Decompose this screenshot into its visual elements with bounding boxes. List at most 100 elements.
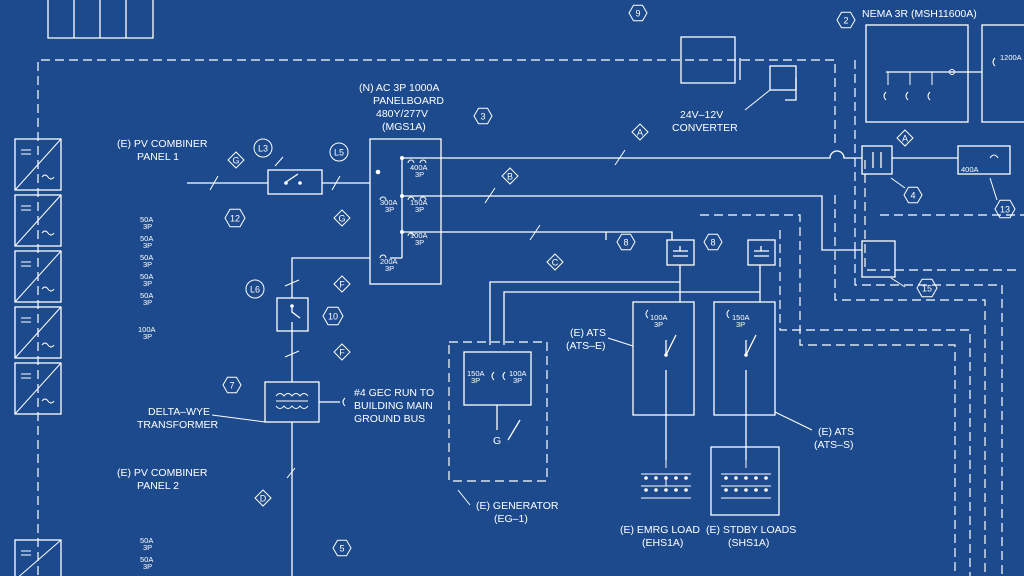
pv-rating-4-top: 50A: [140, 272, 153, 281]
wire-tag-f1-shape: [333, 275, 351, 293]
ats-e-label-line2: (ATS–E): [566, 340, 605, 352]
pv-module-column: [14, 138, 62, 576]
pv-rating-3-bot: 3P: [143, 260, 152, 269]
pv-rating-5-bot: 3P: [143, 298, 152, 307]
pv-module: [14, 362, 62, 415]
brk-300-top: 300A: [380, 198, 398, 207]
loc-tag-l6-text: L6: [250, 285, 260, 295]
pv-combiner-2-label-line1: (E) PV COMBINER: [117, 467, 208, 479]
brk-1200-label: 1200A: [1000, 53, 1022, 62]
ats-e: [632, 301, 695, 416]
callout-4-shape: [903, 186, 923, 204]
wire-tag-slashes: [484, 149, 626, 241]
panelboard-label-line1: (N) AC 3P 1000A: [359, 82, 439, 94]
callout-15: 15: [916, 278, 938, 298]
pv-rating-5-top: 50A: [140, 291, 153, 300]
pv-module: [14, 250, 62, 303]
callout-5-text: 5: [339, 544, 344, 554]
callout-10: 10: [322, 306, 344, 326]
gen-brk100-bot: 3P: [513, 376, 522, 385]
panelboard-label-line3: 480Y/277V: [376, 108, 428, 120]
callout-3: 3: [473, 107, 493, 125]
callout-5-shape: [332, 539, 352, 557]
ats-s: [713, 301, 776, 416]
wire-tag-f2: F: [333, 343, 351, 361]
callout-12: 12: [224, 208, 246, 228]
callout-2-shape: [836, 11, 856, 29]
pv-combiner-1-label-line2: PANEL 1: [137, 151, 179, 163]
ats-s-label-line2: (ATS–S): [814, 439, 853, 451]
callout-3-text: 3: [480, 112, 485, 122]
pv-rating-8-top: 50A: [140, 555, 153, 564]
pv-module: [14, 138, 62, 191]
converter-label-line2: CONVERTER: [672, 122, 738, 134]
callout-9-text: 9: [635, 9, 640, 19]
pv-rating-7-top: 50A: [140, 536, 153, 545]
ats-s-leader: [774, 411, 813, 431]
wire-tag-d: D: [254, 489, 272, 507]
loc-tag-l3: L3: [253, 138, 273, 158]
wire-tag-f2-shape: [333, 343, 351, 361]
callout-7-text: 7: [229, 381, 234, 391]
ats-e-label-line1: (E) ATS: [570, 327, 606, 339]
wire-tag-d-text: D: [260, 494, 267, 504]
feeder-wiring: [187, 58, 862, 576]
panelboard-label-line2: PANELBOARD: [373, 95, 444, 107]
pv-module: [14, 539, 62, 576]
wire-tag-a2-shape: [896, 129, 914, 147]
callout-8a: 8: [616, 233, 636, 251]
wire-tag-g2-shape: [333, 209, 351, 227]
wire-tag-c-text: C: [552, 258, 559, 268]
panelboard-label-line4: (MGS1A): [382, 121, 426, 133]
wire-tag-f1-text: F: [339, 280, 345, 290]
l6-disconnect: [276, 279, 309, 479]
ats-disconnects: [666, 239, 776, 266]
pv-rating-4-bot: 3P: [143, 279, 152, 288]
converter-label-line1: 24V–12V: [680, 109, 723, 121]
pv-rating-6-bot: 3P: [143, 332, 152, 341]
callout-9: 9: [628, 4, 648, 22]
callout-2-text: 2: [843, 16, 848, 26]
wire-tag-b-text: B: [507, 172, 513, 182]
dashed-boundaries: [37, 59, 1024, 576]
gen-brk150-top: 150A: [467, 369, 485, 378]
pv-rating-2-top: 50A: [140, 234, 153, 243]
generator-g-symbol: G: [493, 435, 501, 447]
callout-10-text: 10: [328, 312, 338, 322]
wire-tag-c-shape: [546, 253, 564, 271]
generator: [448, 341, 548, 482]
transformer-label-line2: TRANSFORMER: [137, 419, 219, 431]
wire-tag-a2-text: A: [902, 134, 908, 144]
callout-4-text: 4: [910, 191, 915, 201]
gec-note-line1: #4 GEC RUN TO: [354, 387, 434, 399]
wire-tag-a1-text: A: [637, 128, 643, 138]
callout-8b-text: 8: [710, 238, 715, 248]
callout-13: 13: [994, 199, 1016, 219]
callout-3-shape: [473, 107, 493, 125]
ats-e-leader: [607, 337, 634, 347]
brk-200-bot: 3P: [385, 264, 394, 273]
wire-tag-g2: G: [333, 209, 351, 227]
callout-12-shape: [224, 208, 246, 228]
wire-tag-b-shape: [501, 167, 519, 185]
pv-ratings: 50A 3P 50A 3P 50A 3P 50A 3P 50A 3P 100A …: [138, 215, 156, 571]
pv-rating-1-bot: 3P: [143, 222, 152, 231]
callout-9-shape: [628, 4, 648, 22]
wire-tag-a1-shape: [631, 123, 649, 141]
top-left-panel-blocks: [47, 0, 154, 39]
gec-note-line2: BUILDING MAIN: [354, 400, 433, 412]
loc-tag-l5-shape: [329, 142, 349, 162]
callout-13-text: 13: [1000, 205, 1010, 215]
loc-tag-l6-shape: [245, 279, 265, 299]
converter-block: [680, 36, 797, 111]
brk-100-bot: 3P: [415, 238, 424, 247]
pv-rating-3-top: 50A: [140, 253, 153, 262]
callout-7-shape: [222, 376, 242, 394]
pv-rating-1-top: 50A: [140, 215, 153, 224]
callout-7: 7: [222, 376, 242, 394]
wire-tag-c: C: [546, 253, 564, 271]
wire-tag-g1-shape: [227, 151, 245, 169]
pv-combiner-1-label-line1: (E) PV COMBINER: [117, 138, 208, 150]
